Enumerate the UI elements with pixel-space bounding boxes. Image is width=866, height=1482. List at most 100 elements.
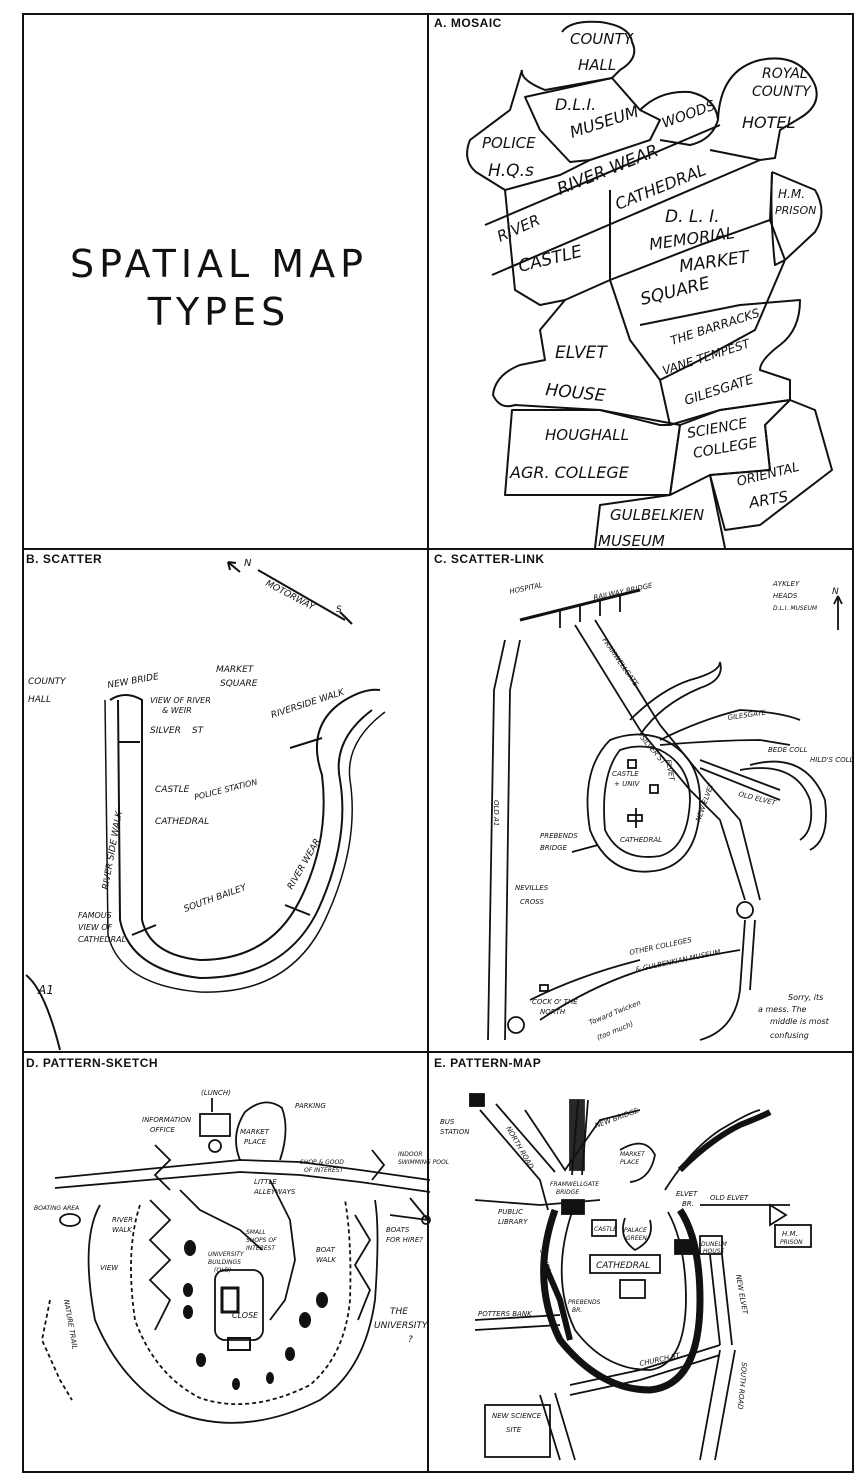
panel-b-label: B. SCATTER xyxy=(26,552,103,566)
map-science-2: SITE xyxy=(506,1426,522,1434)
link-framwellgate: FRAMWELLGATE xyxy=(600,637,640,689)
bridge-2 xyxy=(289,737,323,749)
scatter-famous-1: FAMOUS xyxy=(78,911,112,920)
link-cathedral: CATHEDRAL xyxy=(620,836,662,844)
link-cock-1: COCK O' THE xyxy=(532,998,578,1006)
link-castle-2: + UNIV xyxy=(614,780,641,788)
region-county-hall xyxy=(520,20,636,91)
panel-b-scatter xyxy=(25,561,386,1051)
bridge-3 xyxy=(284,904,311,916)
map-science-1: NEW SCIENCE xyxy=(492,1412,542,1420)
link-aykley-1: AYKLEY xyxy=(772,580,800,588)
map-potters-bank: POTTERS BANK xyxy=(478,1310,533,1318)
sketch-info-1: INFORMATION xyxy=(142,1116,192,1124)
motorway-line xyxy=(257,569,346,621)
panel-d-trees xyxy=(183,1240,328,1390)
map-elvet-br-2: BR. xyxy=(682,1200,694,1208)
sketch-univ-2: BUILDINGS xyxy=(208,1259,241,1266)
map-framwell-1: FRAMWELLGATE xyxy=(550,1181,599,1188)
sketch-market-2: PLACE xyxy=(244,1138,267,1146)
mosaic-dli-1: D.L.I. xyxy=(555,95,596,114)
sketch-little-1: LITTLE xyxy=(254,1178,277,1186)
link-aykley-2: HEADS xyxy=(773,592,798,600)
map-old-elvet: OLD ELVET xyxy=(710,1194,749,1202)
map-castle: CASTLE xyxy=(594,1226,617,1233)
cathedral-block xyxy=(220,1286,240,1314)
south-arrow xyxy=(339,611,353,625)
scatter-police: POLICE STATION xyxy=(193,778,258,802)
scatter-county-1: COUNTY xyxy=(28,677,67,687)
info-marker xyxy=(208,1139,222,1153)
map-new-elvet: NEW ELVET xyxy=(734,1274,749,1316)
sketch-boat-walk-1: BOAT xyxy=(316,1246,336,1254)
mosaic-elvet-1: ELVET xyxy=(555,343,608,363)
link-elvet: ELVET xyxy=(664,759,676,782)
sketch-little-2: ALLEYWAYS xyxy=(253,1188,296,1196)
panel-b-labels: N MOTORWAY S COUNTY HALL NEW BRIDE MARKE… xyxy=(28,558,347,997)
sketch-market-1: MARKET xyxy=(240,1128,270,1136)
elvet-bridge xyxy=(674,1239,694,1255)
univ-building xyxy=(649,784,659,794)
mosaic-royal-1: ROYAL xyxy=(762,66,808,82)
river-outer-bank-2 xyxy=(104,699,386,993)
mosaic-gulbenkian-2: MUSEUM xyxy=(598,532,665,550)
scatter-silver: SILVER xyxy=(150,726,181,736)
scatter-silver-st: ST xyxy=(192,726,205,736)
gilesgate-road-2 xyxy=(677,1109,772,1173)
mosaic-river: RIVER xyxy=(494,211,542,246)
prebends-bridge xyxy=(571,844,599,853)
link-old-a1: OLD A1 xyxy=(492,800,500,826)
map-palace-1: PALACE xyxy=(624,1227,647,1234)
region-woods xyxy=(639,90,719,146)
link-toward: Toward Twicken xyxy=(588,999,642,1027)
region-hm-prison xyxy=(770,171,823,266)
tree-6 xyxy=(196,1353,206,1367)
hm-prison-arrow xyxy=(769,1203,788,1227)
new-science-site xyxy=(484,1404,551,1458)
map-market-1: MARKET xyxy=(620,1151,646,1158)
region-the-barracks xyxy=(639,299,801,426)
little-alleyways xyxy=(179,1189,263,1251)
gilesgate-road xyxy=(659,709,801,741)
scatter-s: S xyxy=(336,605,342,615)
boat-walk xyxy=(269,1179,296,1321)
link-sorry-3: middle is most xyxy=(770,1017,830,1026)
mosaic-royal-3: HOTEL xyxy=(742,113,795,132)
old-a1-left xyxy=(487,639,506,1041)
map-prebends-2: BR. xyxy=(572,1307,582,1314)
sketch-nature-trail: NATURE TRAIL xyxy=(62,1299,79,1350)
link-nevilles-2: CROSS xyxy=(520,898,544,906)
region-dli-museum xyxy=(524,77,661,163)
lunch-marker xyxy=(199,1113,231,1137)
gilesgate-road xyxy=(664,1109,761,1191)
sketch-ind-2: SWIMMING POOL xyxy=(398,1159,449,1166)
link-hospital: HOSPITAL xyxy=(509,581,544,596)
scatter-south-bailey: SOUTH BAILEY xyxy=(183,882,250,914)
link-castle-1: CASTLE xyxy=(612,770,639,778)
market-place-outline xyxy=(619,1142,656,1183)
map-cathedral: CATHEDRAL xyxy=(596,1261,650,1271)
sketch-info-2: OFFICE xyxy=(150,1126,176,1134)
inner-river-bank xyxy=(130,1199,352,1406)
river-inner-bank xyxy=(109,688,381,962)
the-close xyxy=(214,1269,264,1341)
region-police-hq xyxy=(466,69,591,191)
roundabout-1 xyxy=(736,901,754,919)
church-st-2 xyxy=(569,1354,721,1396)
sketch-boat-walk-2: WALK xyxy=(316,1256,337,1264)
hatched-east-bank xyxy=(353,1214,372,1321)
sketch-boating: BOATING AREA xyxy=(34,1205,79,1212)
mosaic-barracks-3: GILESGATE xyxy=(683,372,757,409)
tree-2 xyxy=(183,1283,193,1297)
framwellgate-road-b xyxy=(594,619,761,901)
region-oriental-arts xyxy=(709,399,833,531)
sketch-shop-1: SHOP & GOOD xyxy=(300,1159,344,1166)
old-elvet-road xyxy=(699,759,781,801)
map-elvet-br-1: ELVET xyxy=(676,1190,698,1198)
bede-hilds-river xyxy=(739,767,813,841)
figure-title: SPATIAL MAP TYPES xyxy=(24,240,414,336)
swimming-pool-marker xyxy=(421,1215,431,1225)
mosaic-police-2: H.Q.s xyxy=(488,161,534,181)
map-church-st: CHURCH ST xyxy=(639,1351,682,1368)
castle-block xyxy=(591,1219,617,1237)
